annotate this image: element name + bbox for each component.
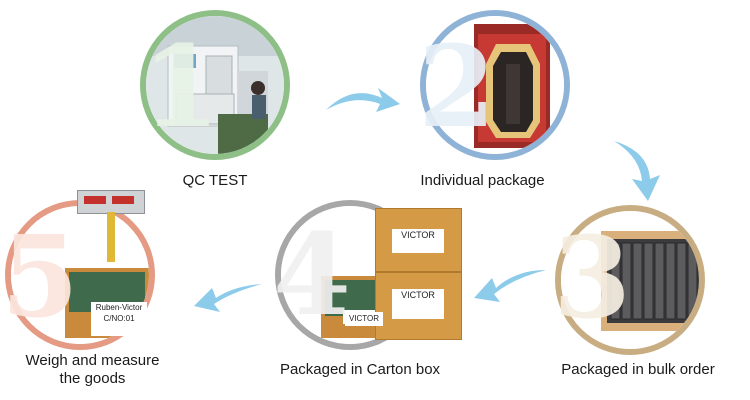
arrow-1-to-2: [326, 88, 400, 112]
scale-pole: [107, 212, 115, 262]
step-3-label: Packaged in bulk order: [561, 361, 715, 378]
arrow-2-to-3: [614, 141, 660, 201]
step-3: 3: [553, 205, 705, 355]
arrow-3-to-4: [474, 270, 546, 302]
step-4: 4 VICTOR VICTOR VICTOR: [273, 200, 465, 350]
step-5-label: Weigh and measure the goods: [25, 352, 160, 387]
arrow-4-to-5: [194, 284, 262, 312]
step-1-number: 1: [142, 22, 220, 153]
step-1-label: QC TEST: [182, 172, 248, 189]
step-4-label: Packaged in Carton box: [279, 361, 441, 378]
step-1-circle: [140, 10, 290, 160]
bulk-packaging-photo: [561, 211, 699, 349]
step-1: 1: [140, 10, 290, 160]
carton-label-front: VICTOR: [392, 289, 444, 319]
step-5: 5 Ruben-Victor C/NO:01: [1, 190, 180, 350]
carton-label-top: VICTOR: [392, 229, 444, 253]
step-3-circle: [555, 205, 705, 355]
step-2-circle: [420, 10, 570, 160]
step-5-number: 5: [1, 212, 79, 343]
step-2-number: 2: [418, 22, 496, 153]
step-2-label: Individual package: [420, 172, 545, 189]
step-3-number: 3: [553, 213, 631, 344]
step-4-number: 4: [273, 210, 351, 341]
qc-test-machine-photo: [146, 16, 284, 154]
step-2: 2: [418, 10, 570, 160]
carton-small-label: VICTOR: [345, 312, 383, 326]
box-label-ruben: Ruben-Victor C/NO:01: [91, 302, 147, 336]
carton-stack: VICTOR VICTOR: [375, 208, 462, 340]
individual-package-photo: [426, 16, 564, 154]
scale-display: [77, 190, 145, 214]
